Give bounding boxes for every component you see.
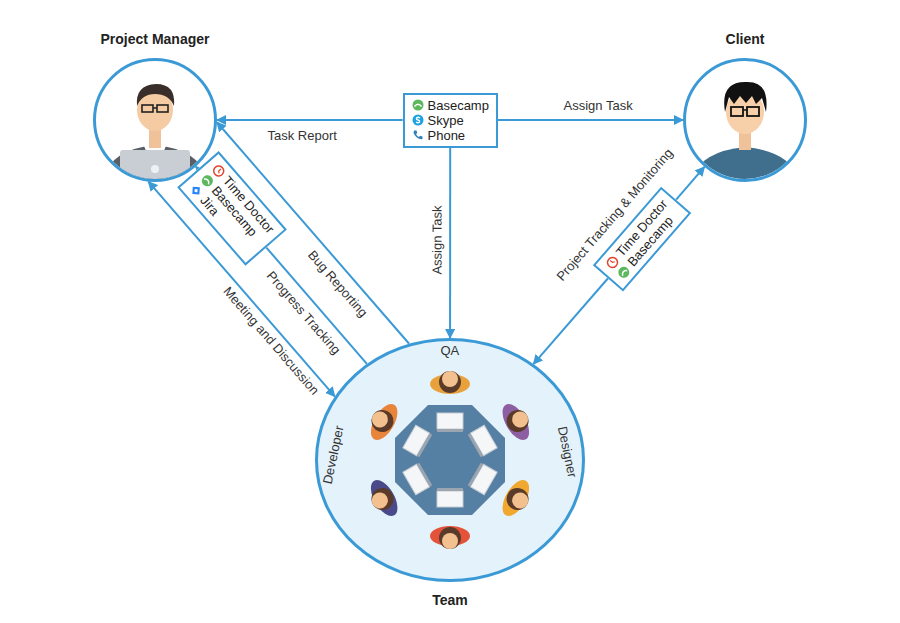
tool-line: Skype [412, 113, 489, 128]
team-circle: Team [315, 338, 585, 582]
edge-label: Assign Task [562, 99, 635, 113]
tool-icon [412, 99, 424, 111]
tool-icon [412, 114, 424, 126]
tool-name: Skype [428, 113, 464, 128]
edge-label: Meeting and Discussion [219, 283, 323, 399]
laptop [403, 425, 432, 457]
tool-name: Phone [428, 128, 466, 143]
edge-label: Bug Reporting [303, 247, 371, 322]
laptop [468, 463, 497, 495]
role-label: QA [441, 344, 460, 358]
circle-outline [315, 338, 585, 582]
tool-icon [188, 181, 205, 198]
connector [449, 148, 451, 339]
edge-label: Assign Task [430, 203, 444, 276]
connector [498, 119, 683, 121]
manager-circle: Project Manager [93, 58, 217, 182]
laptop [403, 463, 432, 495]
circle-outline [93, 58, 217, 182]
node-title: Project Manager [101, 31, 210, 47]
tool-line: Basecamp [412, 98, 489, 113]
team-member [363, 398, 403, 444]
role-label: Developer [320, 425, 346, 486]
team-member [430, 526, 470, 549]
tool-name: Basecamp [428, 98, 489, 113]
connector [217, 119, 403, 121]
edge-label: Task Report [266, 129, 339, 143]
tool-box: BasecampSkypePhone [403, 93, 498, 148]
tool-line: Phone [412, 128, 489, 143]
tool-icon [412, 129, 424, 141]
client-figure [685, 60, 805, 190]
role-label: Designer [555, 425, 580, 479]
connector [676, 167, 704, 200]
tool-icon [211, 162, 228, 179]
node-title: Team [432, 592, 468, 608]
connector [533, 278, 608, 364]
laptop [437, 413, 463, 432]
team-member [430, 371, 470, 394]
node-title: Client [726, 31, 765, 47]
laptop [437, 488, 463, 507]
connector [148, 182, 334, 397]
client-circle: Client [683, 58, 807, 182]
tool-icon [604, 254, 621, 271]
team-member [497, 476, 537, 522]
team-table [315, 338, 585, 582]
tool-icon [615, 263, 632, 280]
tool-box: Time DoctorBasecamp [593, 187, 692, 292]
circle-outline [683, 58, 807, 182]
team-member [497, 398, 537, 444]
tool-icon [199, 171, 216, 188]
laptop [468, 425, 497, 457]
team-member [363, 476, 403, 522]
